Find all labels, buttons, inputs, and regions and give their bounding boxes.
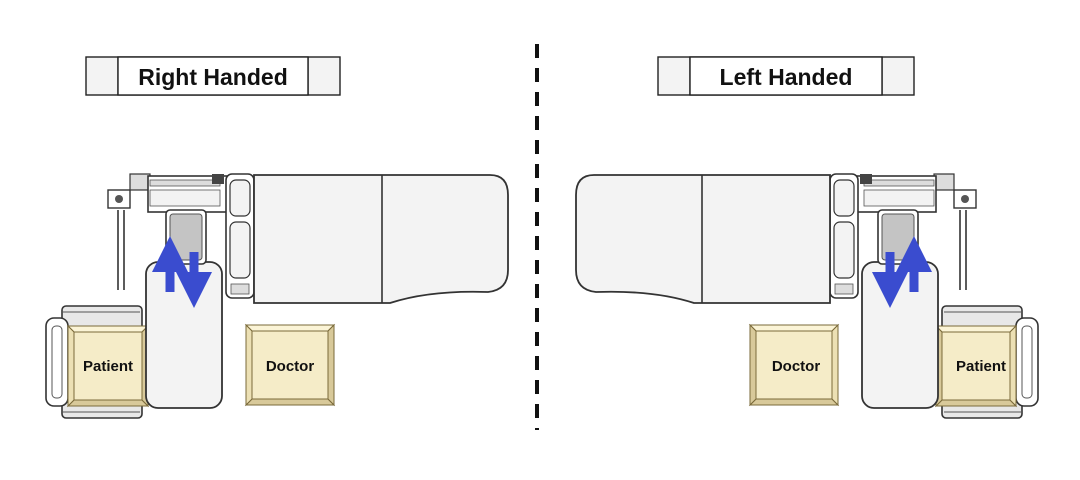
right-title-banner: Right Handed	[85, 56, 341, 96]
left-title-banner: Left Handed	[657, 56, 915, 96]
left-patient-label: Patient	[956, 358, 1006, 375]
left-operatory	[576, 174, 1038, 418]
right-handed-panel: Right Handed Patient Doctor	[46, 56, 508, 418]
right-title: Right Handed	[138, 64, 288, 90]
right-operatory	[46, 174, 508, 418]
left-title: Left Handed	[720, 64, 853, 90]
right-patient-label: Patient	[83, 358, 133, 375]
right-doctor-label: Doctor	[266, 358, 314, 375]
left-doctor-label: Doctor	[772, 358, 820, 375]
left-handed-panel: Left Handed Patient Doctor	[576, 56, 1038, 418]
